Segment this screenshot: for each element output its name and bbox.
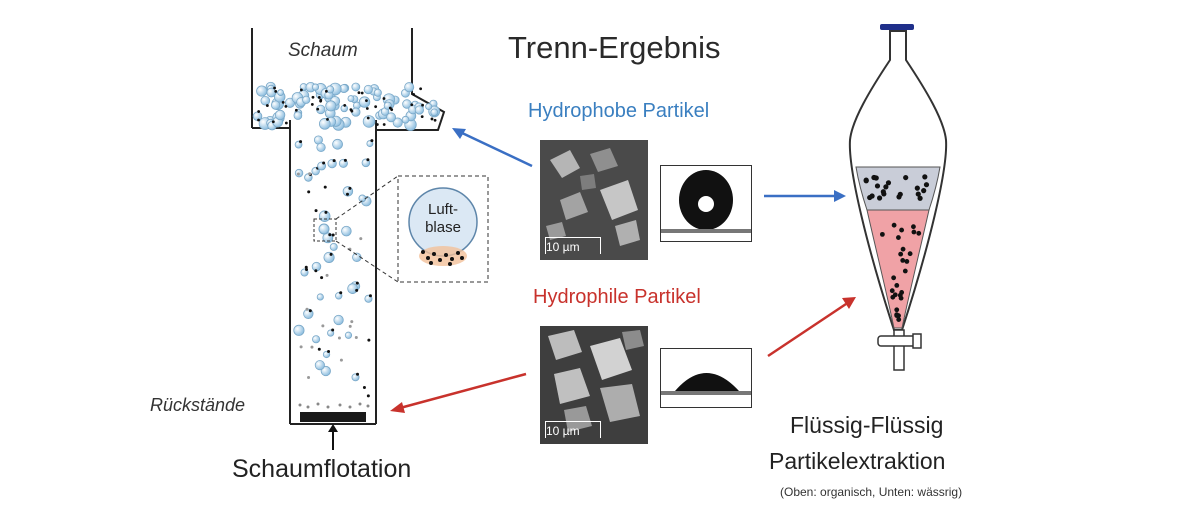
organic-phase <box>855 166 941 211</box>
hydrophobic-particles-label: Hydrophobe Partikel <box>528 100 710 122</box>
residue-label: Rückstände <box>150 395 246 415</box>
sem-particles-1 <box>540 140 648 260</box>
zoom-source-box <box>313 218 337 242</box>
residue-particles <box>298 402 370 409</box>
contact-angle-hydrophilic <box>660 348 752 408</box>
droplet-hydrophilic <box>661 373 751 395</box>
sem-image-hydrophobic: 10 µm <box>540 140 648 260</box>
diagram-title: Trenn-Ergebnis <box>508 30 721 65</box>
scale-bar-2: 10 µm <box>545 421 601 438</box>
arrow-hydrophilic-to-funnel <box>767 297 856 358</box>
arrow-hydrophilic-to-residue <box>390 372 527 413</box>
flotation-label: Schaumflotation <box>232 455 412 483</box>
droplet-hydrophobic <box>661 170 751 233</box>
arrow-hydrophobic-to-foam <box>452 128 533 168</box>
funnel-stopper <box>880 24 914 30</box>
attached-particles <box>421 250 464 266</box>
extraction-label-line2: Partikelextraktion <box>769 448 946 474</box>
sem-image-hydrophilic: 10 µm <box>540 326 648 444</box>
column-bubbles <box>293 135 374 398</box>
scale-bar-1: 10 µm <box>545 237 601 254</box>
foam-bubbles <box>252 81 441 131</box>
separatory-funnel <box>848 24 948 371</box>
hydrophilic-particles-label: Hydrophile Partikel <box>533 286 701 308</box>
bubble-label-line2: blase <box>425 219 461 236</box>
arrow-hydrophobic-to-funnel <box>764 190 846 202</box>
extraction-label-line1: Flüssig-Flüssig <box>790 412 944 438</box>
sparger <box>300 412 366 422</box>
foam-label: Schaum <box>288 40 358 61</box>
aqueous-phase <box>866 209 930 329</box>
extraction-note: (Oben: organisch, Unten: wässrig) <box>780 485 963 499</box>
bubble-label-line1: Luft- <box>428 201 458 218</box>
contact-angle-hydrophobic <box>660 165 752 242</box>
air-inlet-arrow <box>328 424 338 450</box>
sem-particles-2 <box>540 326 648 444</box>
